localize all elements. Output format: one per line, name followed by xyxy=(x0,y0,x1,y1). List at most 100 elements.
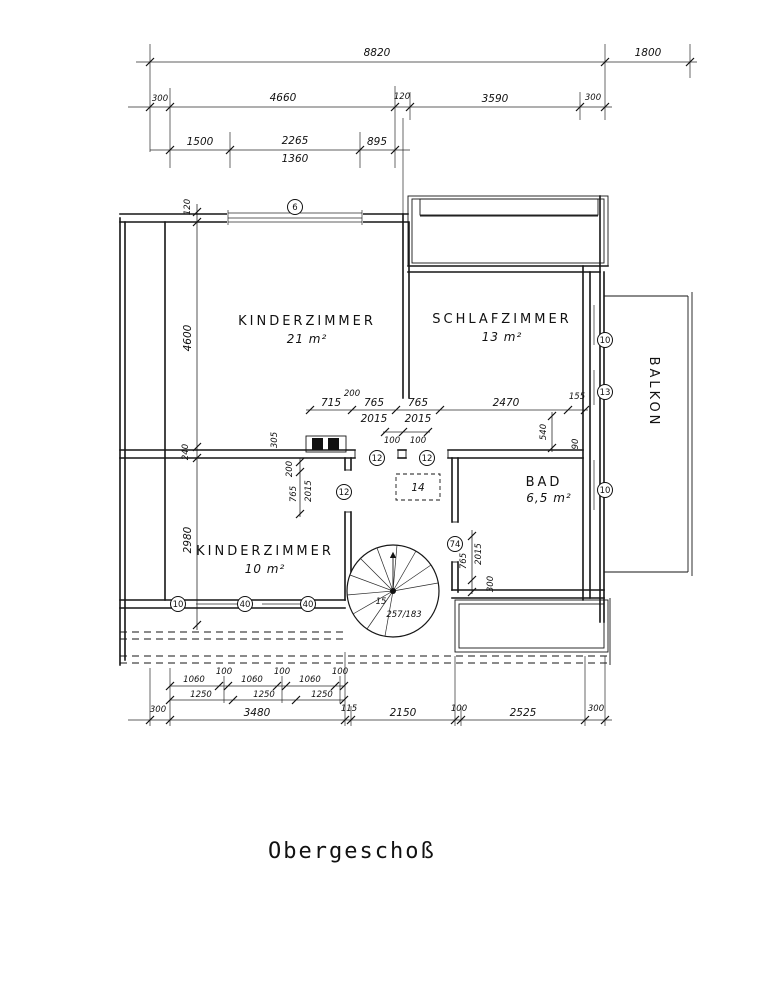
circled-numbers: 6 10 13 10 12 12 12 74 xyxy=(170,199,613,612)
circle-label: 12 xyxy=(372,454,383,464)
room-name: KINDERZIMMER xyxy=(238,314,376,329)
room-name-balkon: BALKON xyxy=(646,357,661,428)
dim-label: 1250 xyxy=(253,690,275,700)
circle-label: 6 xyxy=(292,203,297,213)
window-circle: 40 xyxy=(237,596,253,612)
window-circle: 10 xyxy=(597,482,613,498)
dim-label: 100 xyxy=(451,704,467,714)
stair-count-label: 15 xyxy=(376,597,387,607)
dim-label: 90 xyxy=(571,439,581,450)
room-area: 10 m² xyxy=(245,562,286,576)
dim-label: 540 xyxy=(539,424,549,440)
hall-number: 14 xyxy=(411,482,424,494)
dim-label: 1060 xyxy=(183,675,205,685)
dim-label: 100 xyxy=(410,436,426,446)
top-dimension-rows: 8820 1800 300 4660 120 3590 300 1500 226… xyxy=(128,47,697,165)
window-circle: 10 xyxy=(170,596,186,612)
circle-label: 10 xyxy=(600,336,611,346)
room-area: 21 m² xyxy=(287,332,328,346)
circle-label: 40 xyxy=(240,600,251,610)
dim-label: 100 xyxy=(216,667,232,677)
dim-label: 895 xyxy=(367,136,387,148)
dim-label: 300 xyxy=(486,576,496,592)
dim-label: 715 xyxy=(321,397,341,409)
window-circle: 40 xyxy=(300,596,316,612)
dim-label: 100 xyxy=(384,436,400,446)
window-circle: 10 xyxy=(597,332,613,348)
dim-label: 300 xyxy=(588,704,604,714)
circle-label: 40 xyxy=(303,600,314,610)
dim-label: 300 xyxy=(150,705,166,715)
left-dimension-column: 120 4600 240 2980 xyxy=(181,199,202,630)
dim-label: 1500 xyxy=(187,136,214,148)
dim-label: 765 xyxy=(459,553,469,569)
dim-label: 1060 xyxy=(241,675,263,685)
door-circle: 74 xyxy=(447,536,463,552)
room-name: BAD xyxy=(526,475,563,490)
dim-label: 765 xyxy=(289,486,299,502)
dim-overall-width: 8820 xyxy=(364,47,391,59)
dim-label: 120 xyxy=(183,199,193,215)
dim-label: 3590 xyxy=(482,93,509,105)
dim-label: 1360 xyxy=(282,153,309,165)
hatched-roof-area xyxy=(407,195,609,267)
top-extension-lines xyxy=(149,44,691,214)
dim-label: 2265 xyxy=(282,135,309,147)
hall-dashed-box xyxy=(395,473,441,501)
circle-label: 12 xyxy=(339,488,350,498)
dim-label: 2980 xyxy=(182,526,194,553)
circle-label: 10 xyxy=(173,600,184,610)
dim-label: 2525 xyxy=(510,707,537,719)
dim-label: 100 xyxy=(332,667,348,677)
dim-label: 765 xyxy=(408,397,428,409)
hatched-terrace xyxy=(454,599,609,653)
dim-label: 2150 xyxy=(390,707,417,719)
window-circle: 13 xyxy=(597,384,613,400)
door-circle: 12 xyxy=(419,450,435,466)
dim-label: 100 xyxy=(274,667,290,677)
dim-label: 1060 xyxy=(299,675,321,685)
top-window xyxy=(227,210,363,225)
room-name: SCHLAFZIMMER xyxy=(432,312,571,327)
stair-center xyxy=(390,588,396,594)
dim-label: 4600 xyxy=(182,324,194,351)
room-labels: KINDERZIMMER 21 m² SCHLAFZIMMER 13 m² KI… xyxy=(196,312,571,576)
circle-label: 13 xyxy=(600,388,611,398)
flue-block xyxy=(305,435,347,453)
windows xyxy=(196,210,595,605)
dim-label: 300 xyxy=(585,93,601,103)
dim-label: 4660 xyxy=(270,92,297,104)
window-circle: 6 xyxy=(287,199,303,215)
dim-label: 3480 xyxy=(244,707,271,719)
circle-label: 10 xyxy=(600,486,611,496)
dim-label: 200 xyxy=(285,461,295,477)
dim-overall-right: 1800 xyxy=(635,47,662,59)
circle-label: 12 xyxy=(422,454,433,464)
dim-label: 120 xyxy=(394,92,410,102)
skylight-band xyxy=(419,198,599,216)
bottom-dimension-rows: 1060 100 1060 100 1060 100 1250 1250 125… xyxy=(128,652,612,726)
door-circle: 12 xyxy=(369,450,385,466)
dim-label: 1250 xyxy=(311,690,333,700)
room-area: 6,5 m² xyxy=(526,491,571,505)
dim-label: 1250 xyxy=(190,690,212,700)
dim-label: 2015 xyxy=(304,480,314,502)
stair-rise-label: 257/183 xyxy=(386,610,421,620)
door-circle: 12 xyxy=(336,484,352,500)
dim-label: 240 xyxy=(181,444,191,460)
dim-label: 2015 xyxy=(474,543,484,565)
dim-label: 305 xyxy=(270,432,280,448)
flue-2 xyxy=(328,438,339,450)
dim-label: 300 xyxy=(152,94,168,104)
spiral-stair: 15 257/183 xyxy=(346,544,440,638)
flue-1 xyxy=(312,438,323,450)
dim-label: 115 xyxy=(341,704,357,714)
dim-label: 200 xyxy=(344,389,360,399)
bottom-strip xyxy=(120,598,611,665)
dim-label: 2015 xyxy=(361,413,388,425)
circle-label: 74 xyxy=(450,540,461,550)
dim-label: 765 xyxy=(364,397,384,409)
middle-dimensions: 715 200 765 765 2470 155 2015 2015 100 1… xyxy=(270,389,590,597)
dim-label: 2015 xyxy=(405,413,432,425)
